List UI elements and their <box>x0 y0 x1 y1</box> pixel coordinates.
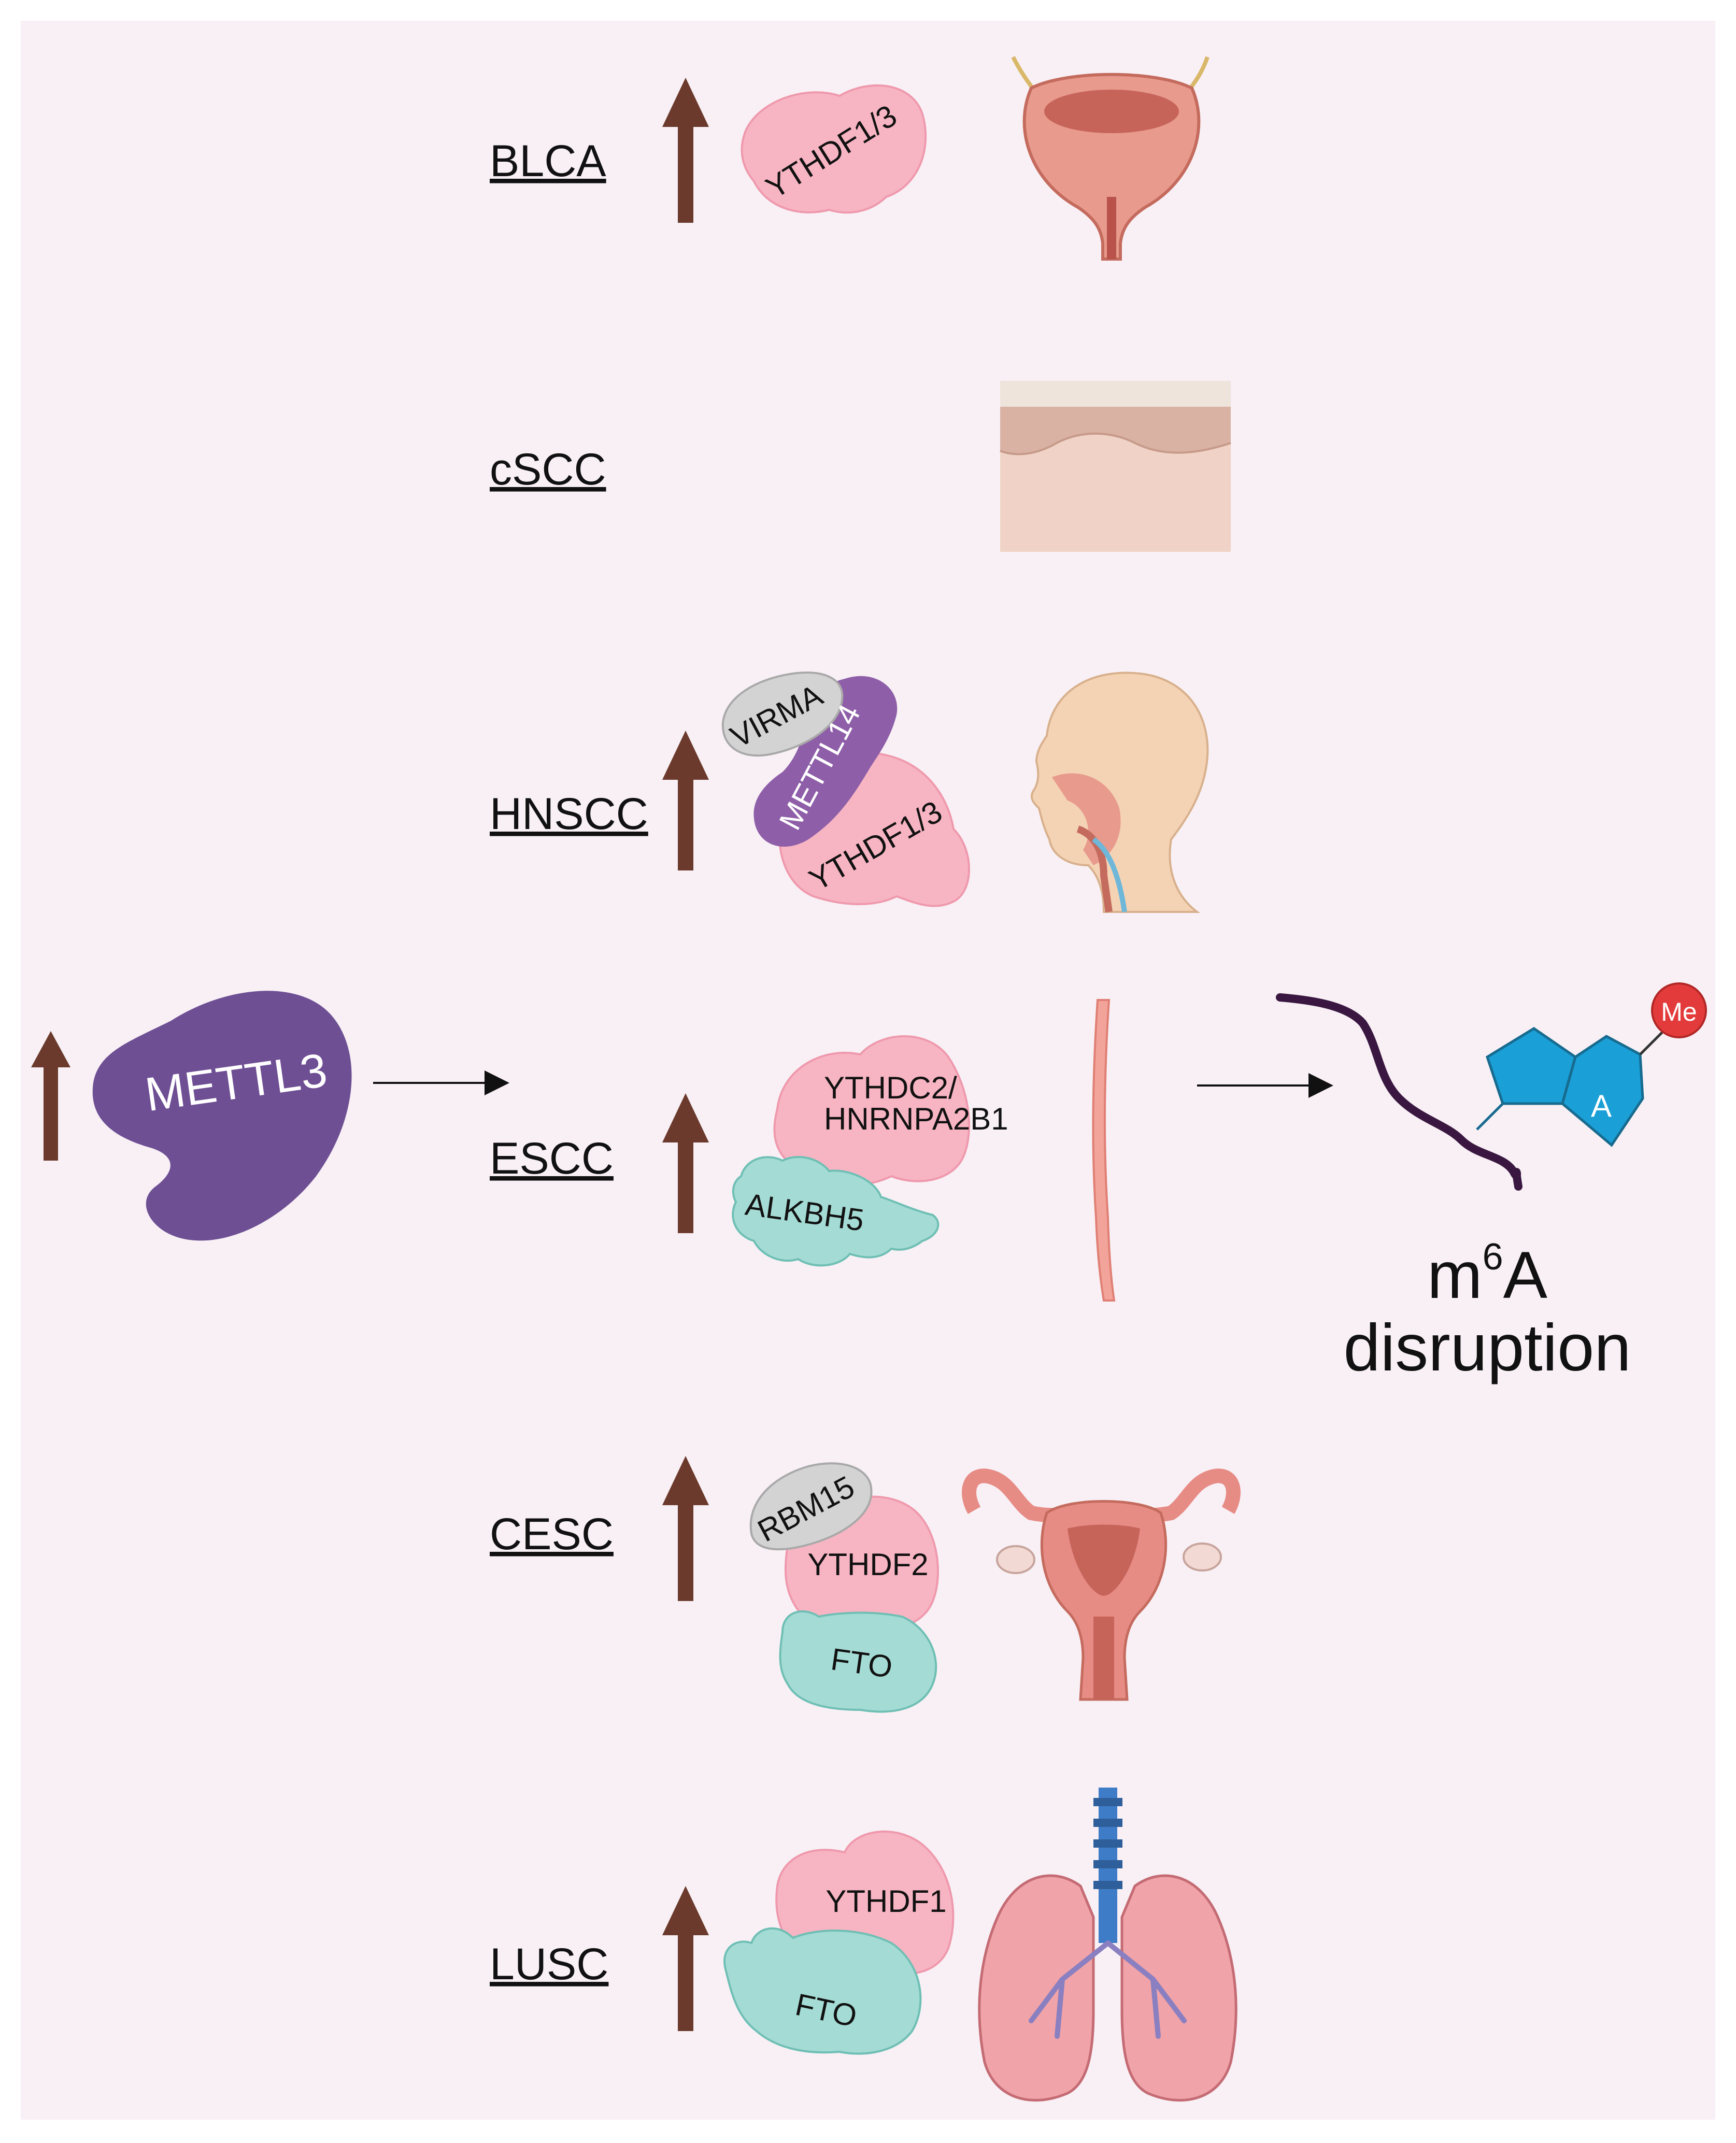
eraser-protein-cesc <box>779 1610 937 1713</box>
esophagus-icon <box>1092 999 1116 1302</box>
reader-protein-blca <box>741 84 927 214</box>
writer-protein-hnscc <box>753 676 898 847</box>
protein-label-escc-1: YTHDC2/ <box>824 1070 957 1105</box>
adenine-ring-six <box>1561 1035 1644 1147</box>
up-arrow-lusc <box>662 1886 709 2031</box>
row-lusc: LUSC YTHDF1 FTO <box>490 1788 1237 2102</box>
rna-strand <box>1276 993 1522 1191</box>
cancer-label-hnscc: HNSCC <box>490 789 648 839</box>
cofactor-protein-cesc <box>749 1462 873 1551</box>
row-escc: ESCC YTHDC2/ HNRNPA2B1 ALKBH5 <box>490 999 1333 1302</box>
rna-link <box>1476 1103 1504 1131</box>
mettl3-protein <box>92 991 352 1241</box>
cancer-label-lusc: LUSC <box>490 1939 608 1989</box>
lungs-icon <box>978 1788 1237 2102</box>
methyl-label: Me <box>1661 997 1697 1026</box>
cancer-label-cscc: cSCC <box>490 445 606 494</box>
cancer-label-escc: ESCC <box>490 1134 614 1183</box>
m6a-group: Me A m6A disruption <box>1276 982 1707 1385</box>
bladder-icon <box>1011 56 1209 261</box>
row-blca: BLCA YTHDF1/3 <box>490 56 1209 261</box>
m6a-title-line2: disruption <box>1344 1311 1631 1385</box>
methyl-bond <box>1639 1027 1667 1055</box>
eraser-protein-lusc <box>723 1927 922 2055</box>
cofactor-protein-hnscc <box>721 672 844 757</box>
protein-label-lusc-1: YTHDF1 <box>826 1884 946 1919</box>
eraser-protein-escc <box>732 1156 940 1267</box>
m6a-title-line1: m6A <box>1427 1236 1548 1312</box>
row-cscc: cSCC <box>490 381 1231 552</box>
up-arrow-blca <box>662 78 709 223</box>
up-arrow-escc <box>662 1093 709 1233</box>
uterus-icon <box>962 1468 1241 1701</box>
protein-label-cesc-3: FTO <box>829 1641 894 1684</box>
protein-label-cesc-2: YTHDF2 <box>807 1547 928 1582</box>
up-arrow-cesc <box>662 1456 709 1601</box>
methyl-group <box>1651 982 1707 1038</box>
head-neck-icon <box>1030 672 1209 913</box>
adenine-label: A <box>1591 1089 1612 1123</box>
mettl3-up-arrow <box>31 1031 70 1161</box>
skin-icon <box>1000 381 1231 552</box>
row-hnscc: HNSCC VIRMA METTL14 YTHDF1/3 <box>490 672 1209 913</box>
up-arrow-hnscc <box>662 731 709 870</box>
mettl3-group: METTL3 <box>31 991 509 1241</box>
cancer-label-cesc: CESC <box>490 1509 614 1559</box>
protein-label-escc-2: HNRNPA2B1 <box>824 1102 1008 1136</box>
cancer-label-blca: BLCA <box>490 136 606 186</box>
